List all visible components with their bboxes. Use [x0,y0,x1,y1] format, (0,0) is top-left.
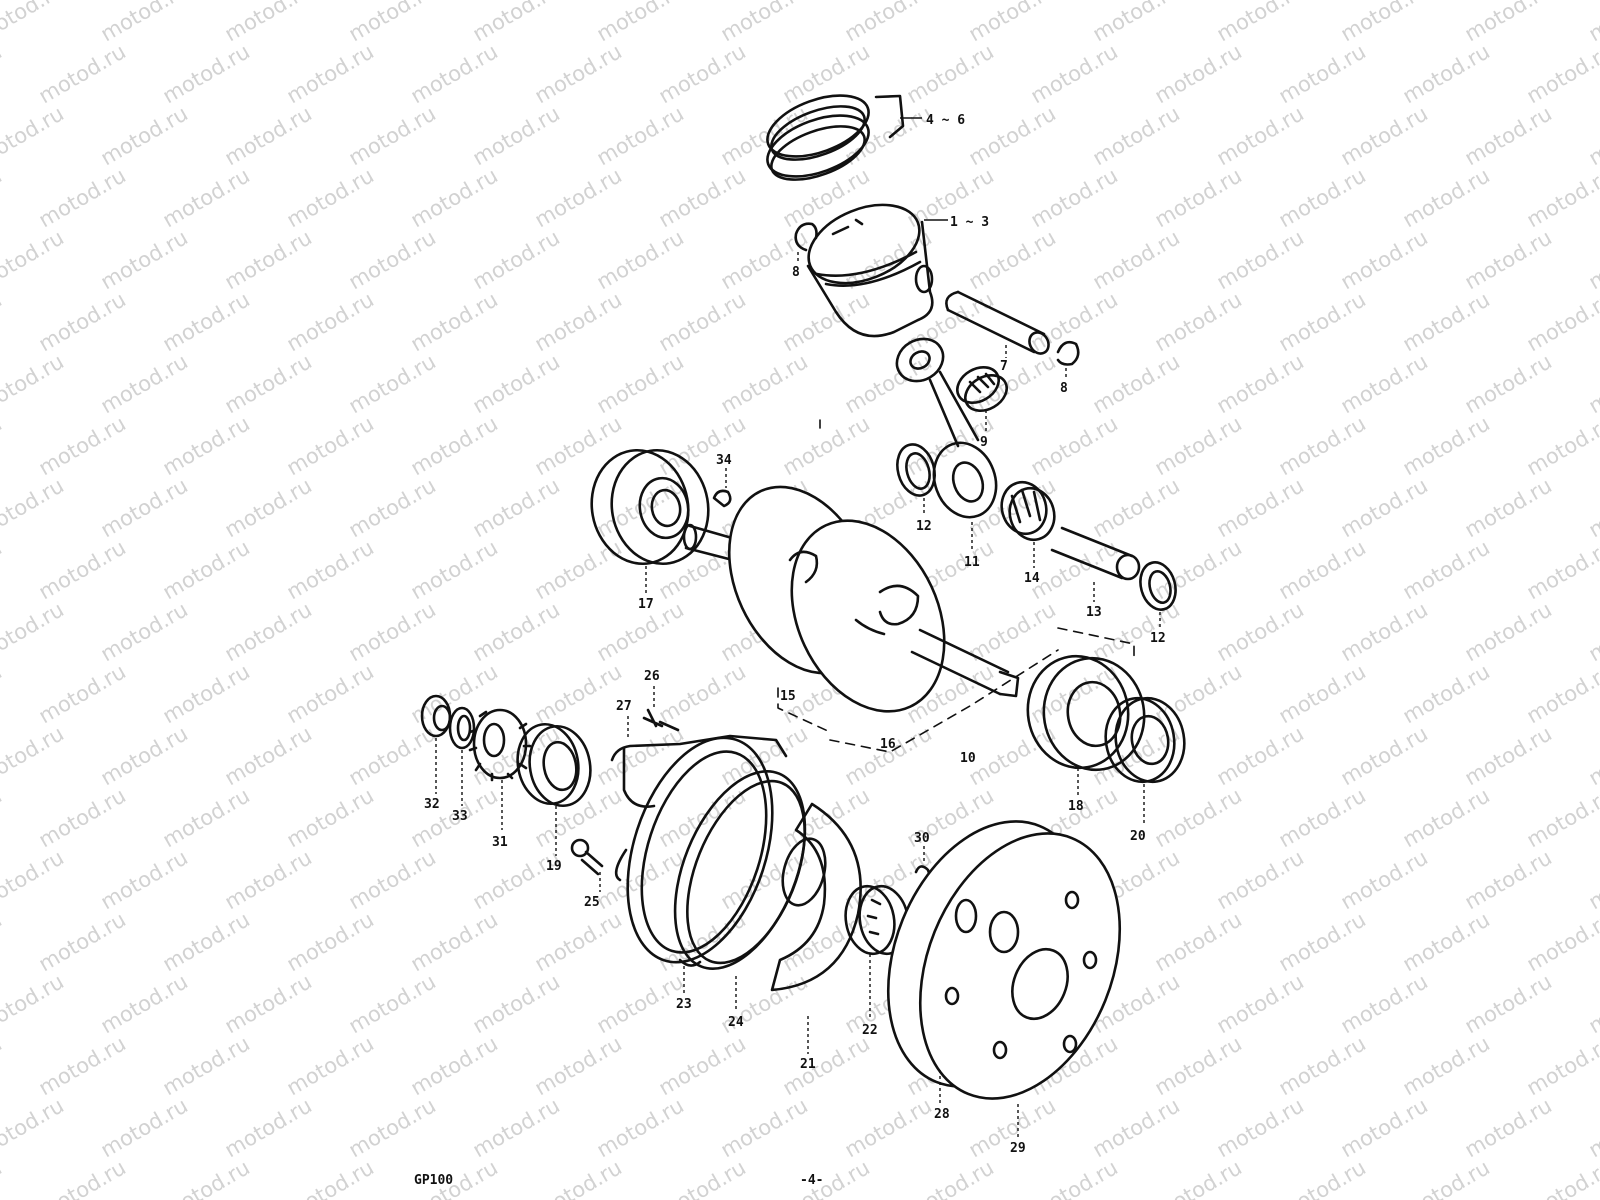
label-oil-seal-19: 19 [546,859,562,874]
crankshaft [682,485,1020,713]
label-bolt-25: 25 [584,895,600,910]
woodruff-key [712,489,732,508]
label-gasket-24: 24 [728,1015,744,1030]
bearing-22 [844,884,910,956]
piston [806,203,934,338]
connecting-rod [895,337,998,519]
label-gear-31: 31 [492,835,508,850]
label-circlip-right: 8 [1060,381,1068,396]
assembly-bracket [777,419,1135,753]
circlip-left [794,222,818,252]
label-bolt-30: 30 [914,831,930,846]
oil-seal-19 [516,722,592,808]
label-part-27: 27 [616,699,632,714]
circlip-right [1056,340,1080,366]
seal-32 [420,694,452,738]
label-bearing-left: 17 [638,597,654,612]
main-bearing-right [1026,654,1146,772]
label-valve-29: 29 [1010,1141,1026,1156]
plate-21 [770,802,862,992]
oil-seal-right [1104,696,1186,784]
label-crank-pin: 13 [1086,605,1102,620]
label-crankshaft-16: 16 [880,737,896,752]
label-bearing-22: 22 [862,1023,878,1038]
label-small-end-bearing: 9 [980,435,988,450]
big-end-bearing [1000,480,1056,542]
label-crankshaft-assy: 10 [960,751,976,766]
label-piston-pin: 7 [1000,359,1008,374]
label-washer-33: 33 [452,809,468,824]
crank-pin [1050,526,1141,581]
label-crankshaft-15: 15 [780,689,796,704]
main-bearing-left [590,448,710,566]
label-bolt-26: 26 [644,669,660,684]
label-key: 34 [716,453,732,468]
gasket-24 [673,770,807,970]
label-bearing-right: 18 [1068,799,1084,814]
label-circlip-left: 8 [792,265,800,280]
label-conrod: 11 [964,555,980,570]
label-seal-32: 32 [424,797,440,812]
label-washer-12a: 12 [916,519,932,534]
piston-rings [766,94,905,181]
piston-pin [945,290,1050,355]
label-oil-seal-right: 20 [1130,829,1146,844]
watermark-text: motod.ru [0,1155,6,1200]
housing-23 [610,734,788,967]
washer-33 [448,706,476,750]
bolt-25 [570,838,604,876]
thrust-washer-a [896,443,936,497]
label-big-end-bearing: 14 [1024,571,1040,586]
small-end-bearing [956,366,1008,412]
label-washer-12b: 12 [1150,631,1166,646]
label-rotor-28: 28 [934,1107,950,1122]
page-number: -4- [800,1173,823,1188]
label-piston-rings: 4 ~ 6 [926,113,965,128]
label-housing-23: 23 [676,997,692,1012]
label-plate-21: 21 [800,1057,816,1072]
part-labels: 4 ~ 6 1 ~ 3 8 7 8 9 34 17 12 11 14 13 12… [424,113,1166,1156]
thrust-washer-b [1139,561,1177,611]
model-code: GP100 [414,1173,453,1188]
gear-31 [468,708,532,782]
bolt-26 [642,708,680,732]
page-footer: GP100 -4- [414,1173,823,1188]
rotary-disc [886,820,1122,1100]
leader-lines [435,117,1161,1138]
label-piston: 1 ~ 3 [950,215,989,230]
